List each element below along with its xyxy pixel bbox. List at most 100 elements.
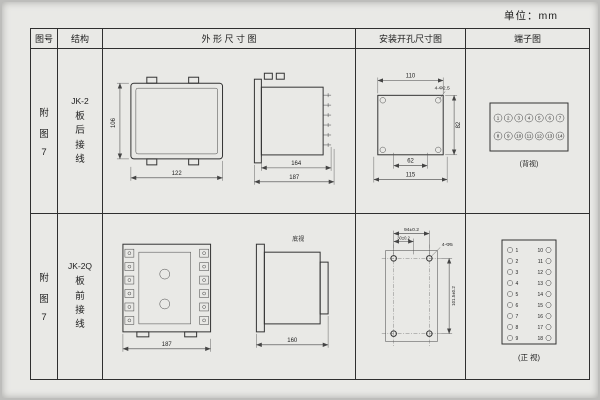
hole-note: 4-Φ2.5: [435, 85, 450, 99]
svg-text:11: 11: [527, 133, 532, 138]
svg-text:1: 1: [497, 115, 500, 120]
wiring-char: 板: [75, 276, 85, 288]
terminal-row-bottom: 8 9 10 11 12 13 14: [493, 131, 565, 140]
fig-char: 图: [39, 128, 49, 140]
view-label-front: (正 视): [518, 352, 541, 362]
wiring-char: 后: [75, 125, 85, 137]
dim-depth-164: 164: [261, 146, 332, 171]
svg-text:6: 6: [516, 303, 519, 309]
svg-text:14: 14: [557, 133, 563, 138]
svg-text:15: 15: [537, 303, 543, 309]
svg-text:11: 11: [538, 259, 543, 265]
svg-text:8: 8: [497, 133, 500, 138]
svg-text:187: 187: [289, 174, 300, 180]
hole-note: 4-Φ5: [431, 242, 453, 257]
terminal-cell-jk2q: 1 10 2 11 3 12 4 13 5 14 6 15 7 16 8 17: [466, 214, 589, 379]
panel-cutout: [377, 94, 444, 155]
dim-depth-160: 160: [256, 315, 329, 348]
model-label: JK-2Q: [67, 261, 93, 272]
svg-text:16: 16: [537, 314, 543, 320]
svg-text:18: 18: [537, 336, 543, 342]
relay-side-view: 底视: [255, 235, 329, 333]
fig-char: 附: [39, 273, 49, 284]
dim-top-110: 110: [377, 73, 444, 93]
svg-text:1: 1: [516, 248, 519, 254]
svg-text:2: 2: [516, 259, 519, 265]
dim-top-30: 30±0.2: [393, 236, 414, 255]
install-holes-drawing-jk2: 110 4-Φ2.5 82 62: [373, 73, 462, 183]
svg-text:4: 4: [528, 115, 531, 120]
dim-width-122: 122: [130, 160, 223, 181]
structure-jk2: JK-2 板 后 接 线: [58, 49, 103, 214]
wiring-char: 前: [75, 290, 85, 302]
fig-no-jk2: 附 图 7: [31, 49, 58, 214]
col-header-install-holes: 安装开孔尺寸图: [356, 29, 466, 49]
dim-depth-187: 187: [254, 148, 335, 185]
fig-char: 7: [41, 312, 47, 323]
install-holes-drawing-jk2q: 94±0.2 30±0.2 4-Φ5 101.5±0.2: [381, 227, 456, 348]
fig-char: 附: [39, 107, 49, 119]
terminal-strip-right: [199, 248, 209, 325]
svg-text:4-Φ5: 4-Φ5: [442, 242, 453, 248]
dim-right-101: 101.5±0.2: [441, 258, 456, 334]
svg-text:160: 160: [287, 338, 298, 344]
wiring-char: 线: [75, 319, 85, 331]
svg-text:13: 13: [537, 281, 543, 287]
svg-text:110: 110: [406, 73, 416, 79]
drawing-table: 图号 结构 外 形 尺 寸 图 安装开孔尺寸图 端子图 附 图 7 JK-2 板…: [30, 28, 590, 380]
svg-text:7: 7: [559, 115, 562, 120]
svg-text:7: 7: [516, 314, 519, 320]
terminal-box: [501, 239, 557, 345]
wiring-char: 接: [75, 139, 85, 151]
dim-right-82: 82: [445, 94, 462, 155]
svg-text:10: 10: [537, 248, 543, 254]
svg-text:82: 82: [456, 121, 462, 128]
svg-text:4-Φ2.5: 4-Φ2.5: [435, 85, 450, 91]
svg-text:10: 10: [516, 133, 522, 138]
svg-text:12: 12: [537, 270, 543, 276]
svg-text:106: 106: [111, 117, 117, 128]
svg-text:5: 5: [516, 292, 519, 298]
svg-text:115: 115: [406, 172, 416, 178]
outline-cell-jk2q: 187 底视 160: [103, 214, 356, 379]
svg-text:14: 14: [537, 292, 543, 298]
outline-drawing-jk2q: 187 底视 160: [122, 235, 329, 352]
col-header-outline-dims: 外 形 尺 寸 图: [103, 29, 356, 49]
svg-text:5: 5: [538, 115, 541, 120]
relay-front-view: [122, 243, 212, 338]
svg-text:30±0.2: 30±0.2: [397, 236, 410, 241]
install-cell-jk2: 110 4-Φ2.5 82 62: [356, 49, 466, 214]
col-header-terminal-diagram: 端子图: [466, 29, 589, 49]
terminal-diagram-jk2q: 1 10 2 11 3 12 4 13 5 14 6 15 7 16 8 17: [501, 239, 557, 362]
svg-text:9: 9: [516, 336, 519, 342]
svg-text:9: 9: [507, 133, 510, 138]
col-header-fig-no: 图号: [31, 29, 58, 49]
install-cell-jk2q: 94±0.2 30±0.2 4-Φ5 101.5±0.2: [356, 214, 466, 379]
fig-char: 7: [41, 146, 47, 158]
svg-text:94±0.2: 94±0.2: [404, 227, 419, 233]
dim-width-187: 187: [122, 333, 211, 352]
model-label: JK-2: [71, 95, 89, 106]
terminal-row-top: 1 2 3 4 5 6 7: [493, 113, 565, 122]
svg-text:101.5±0.2: 101.5±0.2: [451, 286, 456, 306]
wiring-char: 线: [75, 153, 85, 165]
svg-text:164: 164: [291, 160, 302, 166]
unit-label: 单位：mm: [504, 10, 558, 22]
dim-bottom-115: 115: [373, 156, 448, 183]
col-header-structure: 结构: [58, 29, 103, 49]
svg-text:6: 6: [548, 115, 551, 120]
terminal-studs: [323, 92, 332, 147]
svg-text:17: 17: [537, 325, 543, 331]
relay-front-view: [130, 76, 224, 165]
fig-char: 图: [39, 294, 49, 305]
svg-text:187: 187: [162, 342, 173, 348]
terminal-box: [489, 102, 569, 151]
svg-text:3: 3: [517, 115, 520, 120]
dim-bottom-62: 62: [393, 152, 428, 169]
terminal-strip-left: [124, 248, 135, 325]
terminal-list: 1 10 2 11 3 12 4 13 5 14 6 15 7 16 8 17: [507, 247, 552, 342]
outline-cell-jk2: 106 122: [103, 49, 356, 214]
wiring-char: 接: [75, 305, 85, 316]
panel-cutout: [381, 244, 442, 348]
svg-text:12: 12: [537, 133, 543, 138]
